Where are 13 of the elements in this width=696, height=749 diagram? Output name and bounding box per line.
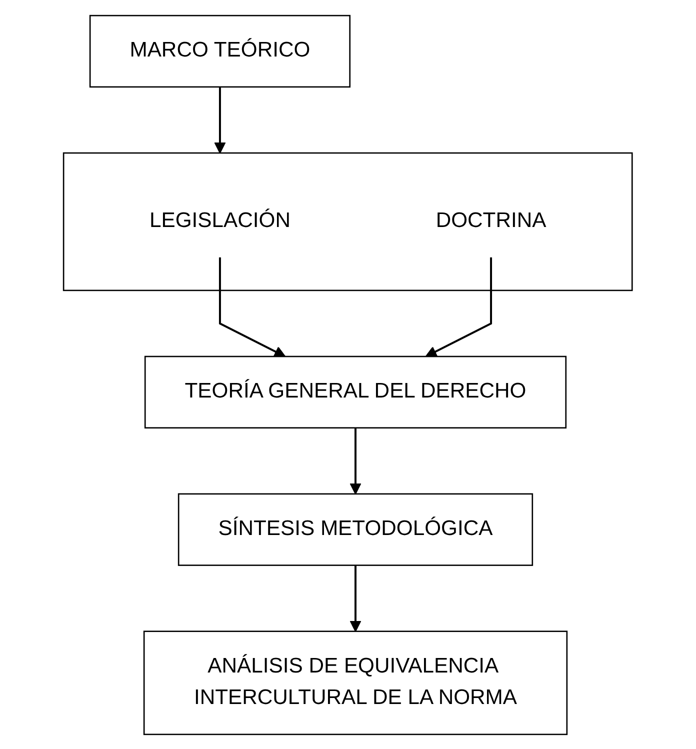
arrow — [350, 427, 362, 494]
arrow — [214, 86, 226, 154]
node-box — [144, 630, 568, 735]
flowchart: MARCO TEÓRICO LEGISLACIÓN DOCTRINA TEORÍA GENERAL DEL DERECHO SÍNTESIS METODOLÓGICA ANÁLISIS DE EQUIVALENCIA INTERCULTURAL DE LA NORMA — [53, 4, 643, 744]
node-text: DOCTRINA — [436, 209, 546, 232]
node-box — [144, 355, 567, 428]
arrow — [425, 256, 492, 357]
arrow — [350, 564, 362, 632]
node-text: LEGISLACIÓN — [150, 209, 291, 232]
node-box — [178, 492, 534, 566]
arrow — [219, 256, 286, 357]
cluster — [63, 152, 633, 291]
node-box — [90, 14, 351, 88]
